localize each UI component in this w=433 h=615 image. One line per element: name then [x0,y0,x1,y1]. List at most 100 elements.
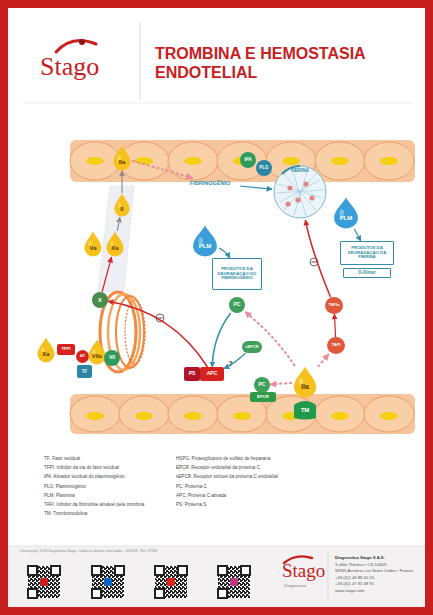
drop-outline [332,197,360,229]
header-rule [22,103,412,104]
red-cell [309,195,314,200]
endothelial-cell [168,396,218,432]
drop-highlight [118,202,121,208]
cell-nucleus [331,157,349,165]
qr-pattern [218,566,250,598]
node-label: FIBRINA [291,168,309,173]
product-box: D-Dimer [343,268,391,278]
drop-body [193,226,217,257]
thrombomodulin-shape: TM [292,398,318,420]
qr-code [28,566,60,598]
endothelium-band [70,394,415,434]
glossary-entry: EPCR: Receptor endotelial da proteína C [176,465,260,470]
footer-text: 92665 Asnières sur Seine Cedex • France [335,569,413,574]
node-label: FIBRINOGÊNIO [190,180,230,186]
product-box: PRODUTOS DA DEGRADAÇÃO DO FIBRINOGÊNIO [212,258,262,290]
logo-text: Stago [40,52,99,82]
qr-finder [218,566,227,575]
red-cell [285,201,290,206]
red-cell [303,181,308,186]
drop-body [107,232,124,257]
endothelial-cell [315,142,365,180]
glossary-entry: tPA: Ativador tecidual do plasminogênio [44,474,125,479]
cell-nucleus [380,157,398,165]
activation-arrow [132,161,192,178]
node-label: PC [234,302,241,308]
node-label: D-Dimer [358,270,376,275]
cell-nucleus [184,412,202,420]
qr-pattern [155,566,187,598]
receptor-pill: sEPCR [242,341,262,353]
factor-drop: PLM [191,225,219,257]
qr-pattern [92,566,124,598]
node-label: Va [89,245,96,252]
cell-nucleus [86,157,104,165]
activation-arrow [212,313,231,367]
poster-sheet [8,8,425,607]
node-label: PLM [340,215,353,222]
qr-finder [178,566,187,575]
inhibition-arrow [305,220,330,297]
qr-code [92,566,124,598]
protein-circle: PC [229,297,245,313]
logo-swoosh [56,40,96,52]
qr-finder [92,589,101,598]
qr-pattern [28,566,60,598]
endothelial-cell [119,396,169,432]
glossary-entry: TAFI: Inibidor da fibrinólise ativável p… [44,502,144,507]
qr-finder [218,589,227,598]
node-label: II [120,206,123,213]
clot-body [274,166,326,218]
qr-finder [51,566,60,575]
node-label: Xa [42,351,49,358]
activation-arrow [270,383,292,385]
footer-band [8,546,425,607]
fibrin-strand [276,190,324,193]
molecule-label: FIBRINOGÊNIO [180,178,240,188]
factor-drop: IIa [292,366,318,398]
node-label: sEPCR [245,345,258,349]
factor-drop: Xa [36,337,56,363]
qr-code [155,566,187,598]
protein-circle: X [92,292,108,308]
factor-drop: PLM [332,197,360,229]
web-icon [40,578,48,586]
glossary-entry: APC: Proteína C ativada [176,493,226,498]
fibrin-strand [284,174,316,210]
header-divider [140,22,141,100]
qr-finder [28,589,37,598]
logo-dot [79,39,85,45]
cell-nucleus [233,412,251,420]
qr-base [155,566,187,598]
qr-finder [28,566,37,575]
inhibition-arrow [102,257,111,292]
factor-drop: II [113,193,131,217]
endothelial-cell [364,396,414,432]
endothelial-cell [70,396,120,432]
drop-body [114,146,131,171]
activation-arrow [117,217,120,231]
node-label: IIa [119,159,126,166]
linkedin-icon [104,578,112,586]
footer-text: Diagnostica [284,584,306,589]
endothelial-cell [364,142,414,180]
drop-outline [191,225,219,257]
glossary-entry: sEPCR: Receptor solúvel da proteína C en… [176,474,278,479]
node-label: PLM [199,243,212,250]
activation-arrow [318,354,329,367]
protein-circle: PLG [256,160,272,176]
instagram-icon [230,578,238,586]
cell-nucleus [135,412,153,420]
inhibition-arrow [108,301,208,367]
glossary-entry: PLM: Plasmina [44,493,75,498]
node-label: TF [82,369,88,374]
footer-divider [328,552,329,600]
node-label: AT [80,354,85,359]
node-label: Xa [111,245,118,252]
drop-body [38,338,55,363]
edge-label: ? [229,360,233,368]
endothelium-bottom [70,394,415,434]
node-label: VII [109,355,115,361]
